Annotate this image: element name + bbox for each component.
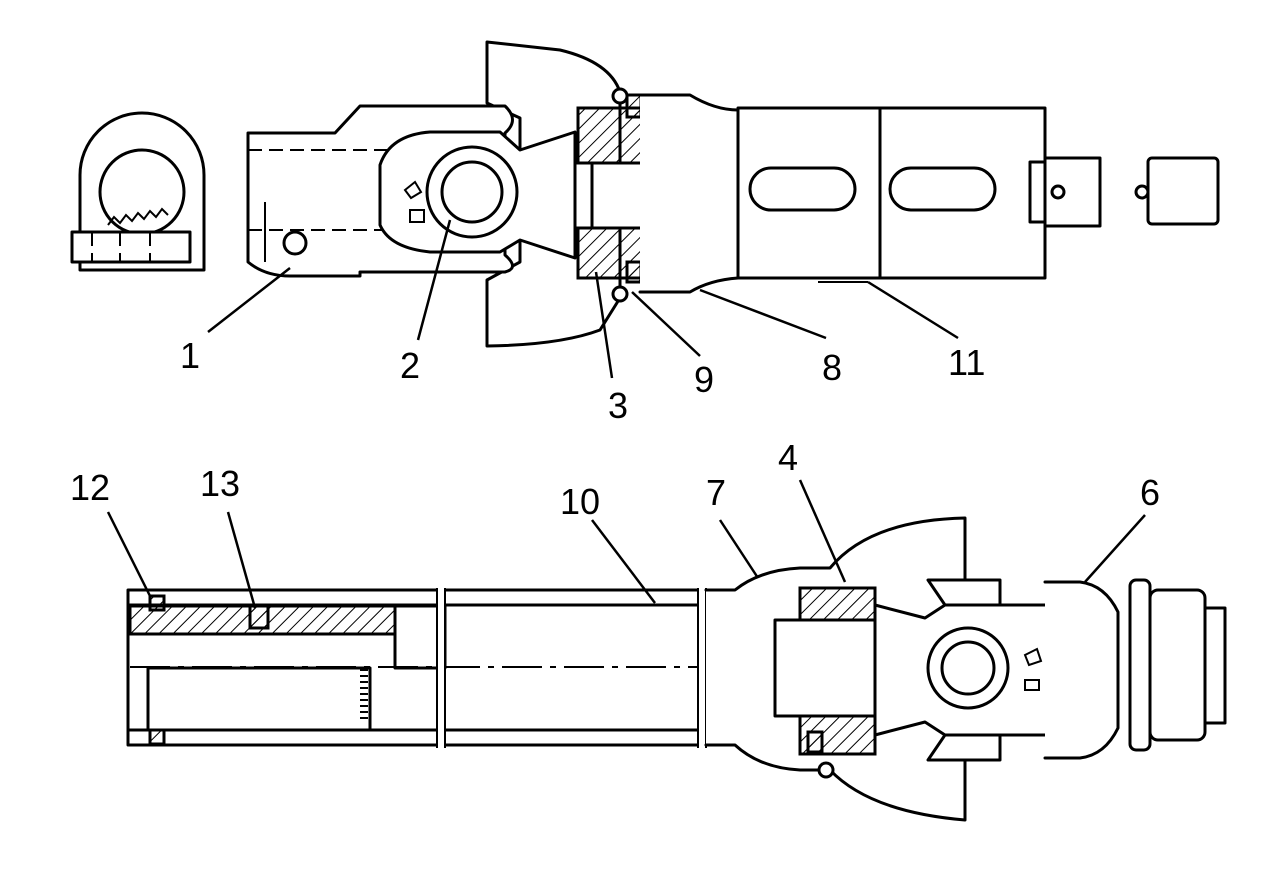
- label-1: 1: [180, 335, 200, 376]
- lock-pin: [1146, 156, 1220, 226]
- end-seal-top: [148, 594, 166, 612]
- label-13: 13: [200, 463, 240, 504]
- label-11: 11: [948, 342, 985, 383]
- end-disc: [1128, 578, 1152, 752]
- outer-yoke: [1043, 580, 1120, 760]
- seal-ring-top: [625, 93, 643, 119]
- label-6: 6: [1140, 472, 1160, 513]
- hub-bottom-upper: [798, 586, 877, 622]
- label-8: 8: [822, 347, 842, 388]
- retaining-screw: [248, 604, 270, 630]
- inner-shaft: [146, 666, 372, 732]
- label-2: 2: [400, 345, 420, 386]
- guard-sleeve-top: [638, 93, 740, 294]
- label-3: 3: [608, 385, 628, 426]
- yoke-end-view: [70, 111, 206, 272]
- top-assembly: [70, 40, 1220, 348]
- label-7: 7: [706, 472, 726, 513]
- label-9: 9: [694, 359, 714, 400]
- end-seal-bottom: [148, 728, 166, 746]
- hub-bottom-lower: [798, 714, 877, 756]
- leader-lines: [106, 219, 1146, 609]
- part-labels: 1 2 3 9 8 11 12 13 10 7 4 6: [70, 335, 1160, 522]
- bottom-assembly: [126, 516, 1227, 822]
- label-10: 10: [560, 481, 600, 522]
- label-4: 4: [778, 437, 798, 478]
- label-12: 12: [70, 467, 110, 508]
- seal-ring-bottom: [625, 260, 643, 284]
